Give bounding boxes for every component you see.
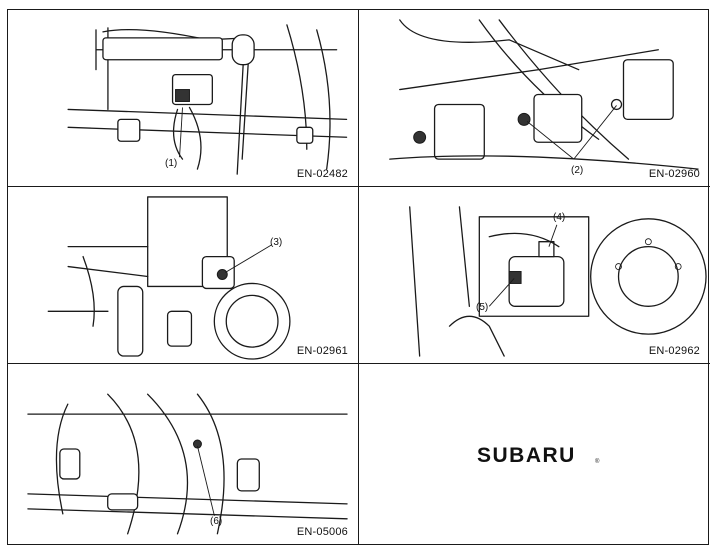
callout-5: (5) [476,302,489,313]
panel-en-05006: (6) EN-05006 [8,364,359,544]
figure-code: EN-05006 [296,526,348,538]
callout-1: (1) [165,158,178,169]
engine-illustration-icon [409,206,707,357]
illustration-sheet: (1) EN-02482 (2) EN-02960 [7,9,710,545]
callout-6: (6) [210,516,223,527]
engine-illustration-icon [67,24,348,175]
subaru-logo-icon: SUBARU [477,444,576,467]
callout-3: (3) [270,237,283,248]
figure-code: EN-02962 [648,345,700,357]
figure-code: EN-02482 [296,168,348,180]
engine-illustration-icon [27,393,348,535]
callout-4: (4) [553,212,566,223]
panel-en-02482: (1) EN-02482 [8,10,359,187]
figure-code: EN-02960 [648,168,700,180]
panel-en-02962: (4) (5) EN-02962 [359,187,710,364]
panel-en-02961: (3) EN-02961 [8,187,359,364]
figure-code: EN-02961 [296,345,348,357]
panel-logo: SUBARU ® [359,364,710,544]
engine-illustration-icon [389,19,699,170]
callout-2: (2) [571,165,584,176]
panel-en-02960: (2) EN-02960 [359,10,710,187]
registered-mark: ® [595,459,600,465]
engine-illustration-icon [47,196,291,360]
